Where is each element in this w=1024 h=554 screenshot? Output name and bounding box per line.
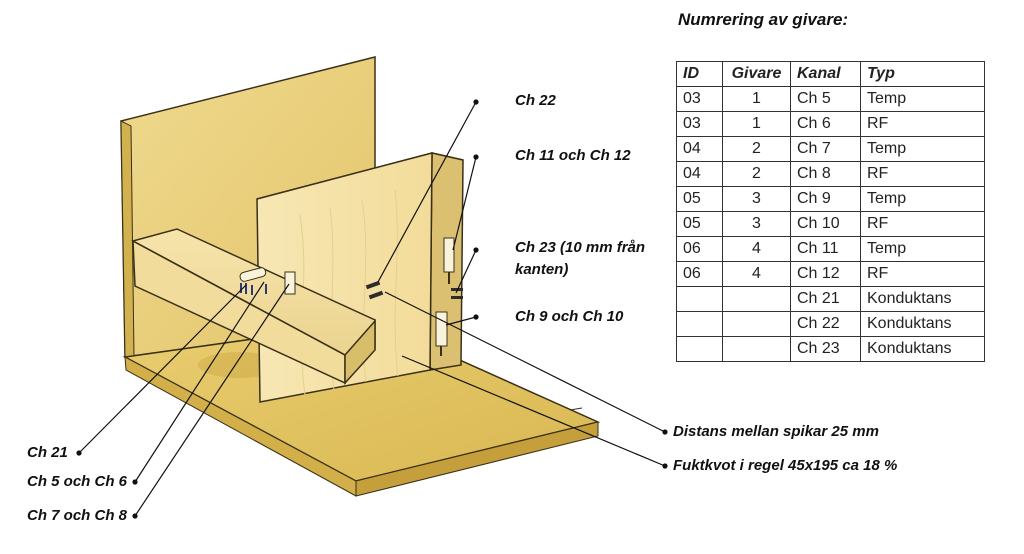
table-cell: Ch 7 [790,136,861,162]
table-cell: Ch 6 [790,111,861,137]
table-cell: 03 [676,86,723,112]
table-cell: 1 [722,86,791,112]
table-cell [676,311,723,337]
table-cell [676,286,723,312]
table-cell: Temp [860,86,985,112]
table-cell: Ch 21 [790,286,861,312]
table-cell: Ch 11 [790,236,861,262]
table-cell: 04 [676,161,723,187]
table-cell: Konduktans [860,336,985,362]
table-cell: 3 [722,186,791,212]
table-cell: 06 [676,236,723,262]
label-ch7-ch8: Ch 7 och Ch 8 [27,507,128,524]
table-cell: Konduktans [860,286,985,312]
table-cell [676,336,723,362]
table-cell [722,286,791,312]
wood-stick [131,228,376,385]
table-cell: 4 [722,261,791,287]
label-ch9-ch10: Ch 9 och Ch 10 [515,308,624,325]
table-cell: Temp [860,136,985,162]
table-cell: Ch 5 [790,86,861,112]
table-cell: 1 [722,111,791,137]
table-cell: Ch 22 [790,311,861,337]
table-cell: Ch 10 [790,211,861,237]
header-kanal: Kanal [790,61,861,87]
table-cell: Temp [860,236,985,262]
table-cell: RF [860,161,985,187]
header-givare: Givare [722,61,791,87]
table-cell: Ch 9 [790,186,861,212]
table-cell: 04 [676,136,723,162]
label-distans: Distans mellan spikar 25 mm [673,423,879,440]
table-cell: 03 [676,111,723,137]
table-cell: Konduktans [860,311,985,337]
label-ch22: Ch 22 [515,92,556,109]
table-cell: 05 [676,186,723,212]
leader-lines [76,99,668,519]
label-ch5-ch6: Ch 5 och Ch 6 [27,473,128,490]
table-cell [722,311,791,337]
table-cell: 2 [722,136,791,162]
table-cell: 06 [676,261,723,287]
table-cell: RF [860,261,985,287]
label-ch23-line1: Ch 23 (10 mm från [515,239,646,256]
table-cell [722,336,791,362]
table-cell: 4 [722,236,791,262]
header-typ: Typ [860,61,985,87]
label-ch23-line2: kanten) [515,261,569,278]
table-cell: Ch 23 [790,336,861,362]
table-cell: Ch 12 [790,261,861,287]
table-header-row: ID Givare Kanal Typ [676,61,985,87]
label-ch21: Ch 21 [27,444,68,461]
table-cell: 05 [676,211,723,237]
table-cell: 3 [722,211,791,237]
label-fuktkvot: Fuktkvot i regel 45x195 ca 18 % [673,457,898,474]
label-ch11-ch12: Ch 11 och Ch 12 [515,147,631,164]
table-title: Numrering av givare: [678,10,849,29]
table-cell: Ch 8 [790,161,861,187]
table-cell: Temp [860,186,985,212]
table-cell: RF [860,111,985,137]
table-cell: RF [860,211,985,237]
table-cell: 2 [722,161,791,187]
header-id: ID [676,61,723,87]
